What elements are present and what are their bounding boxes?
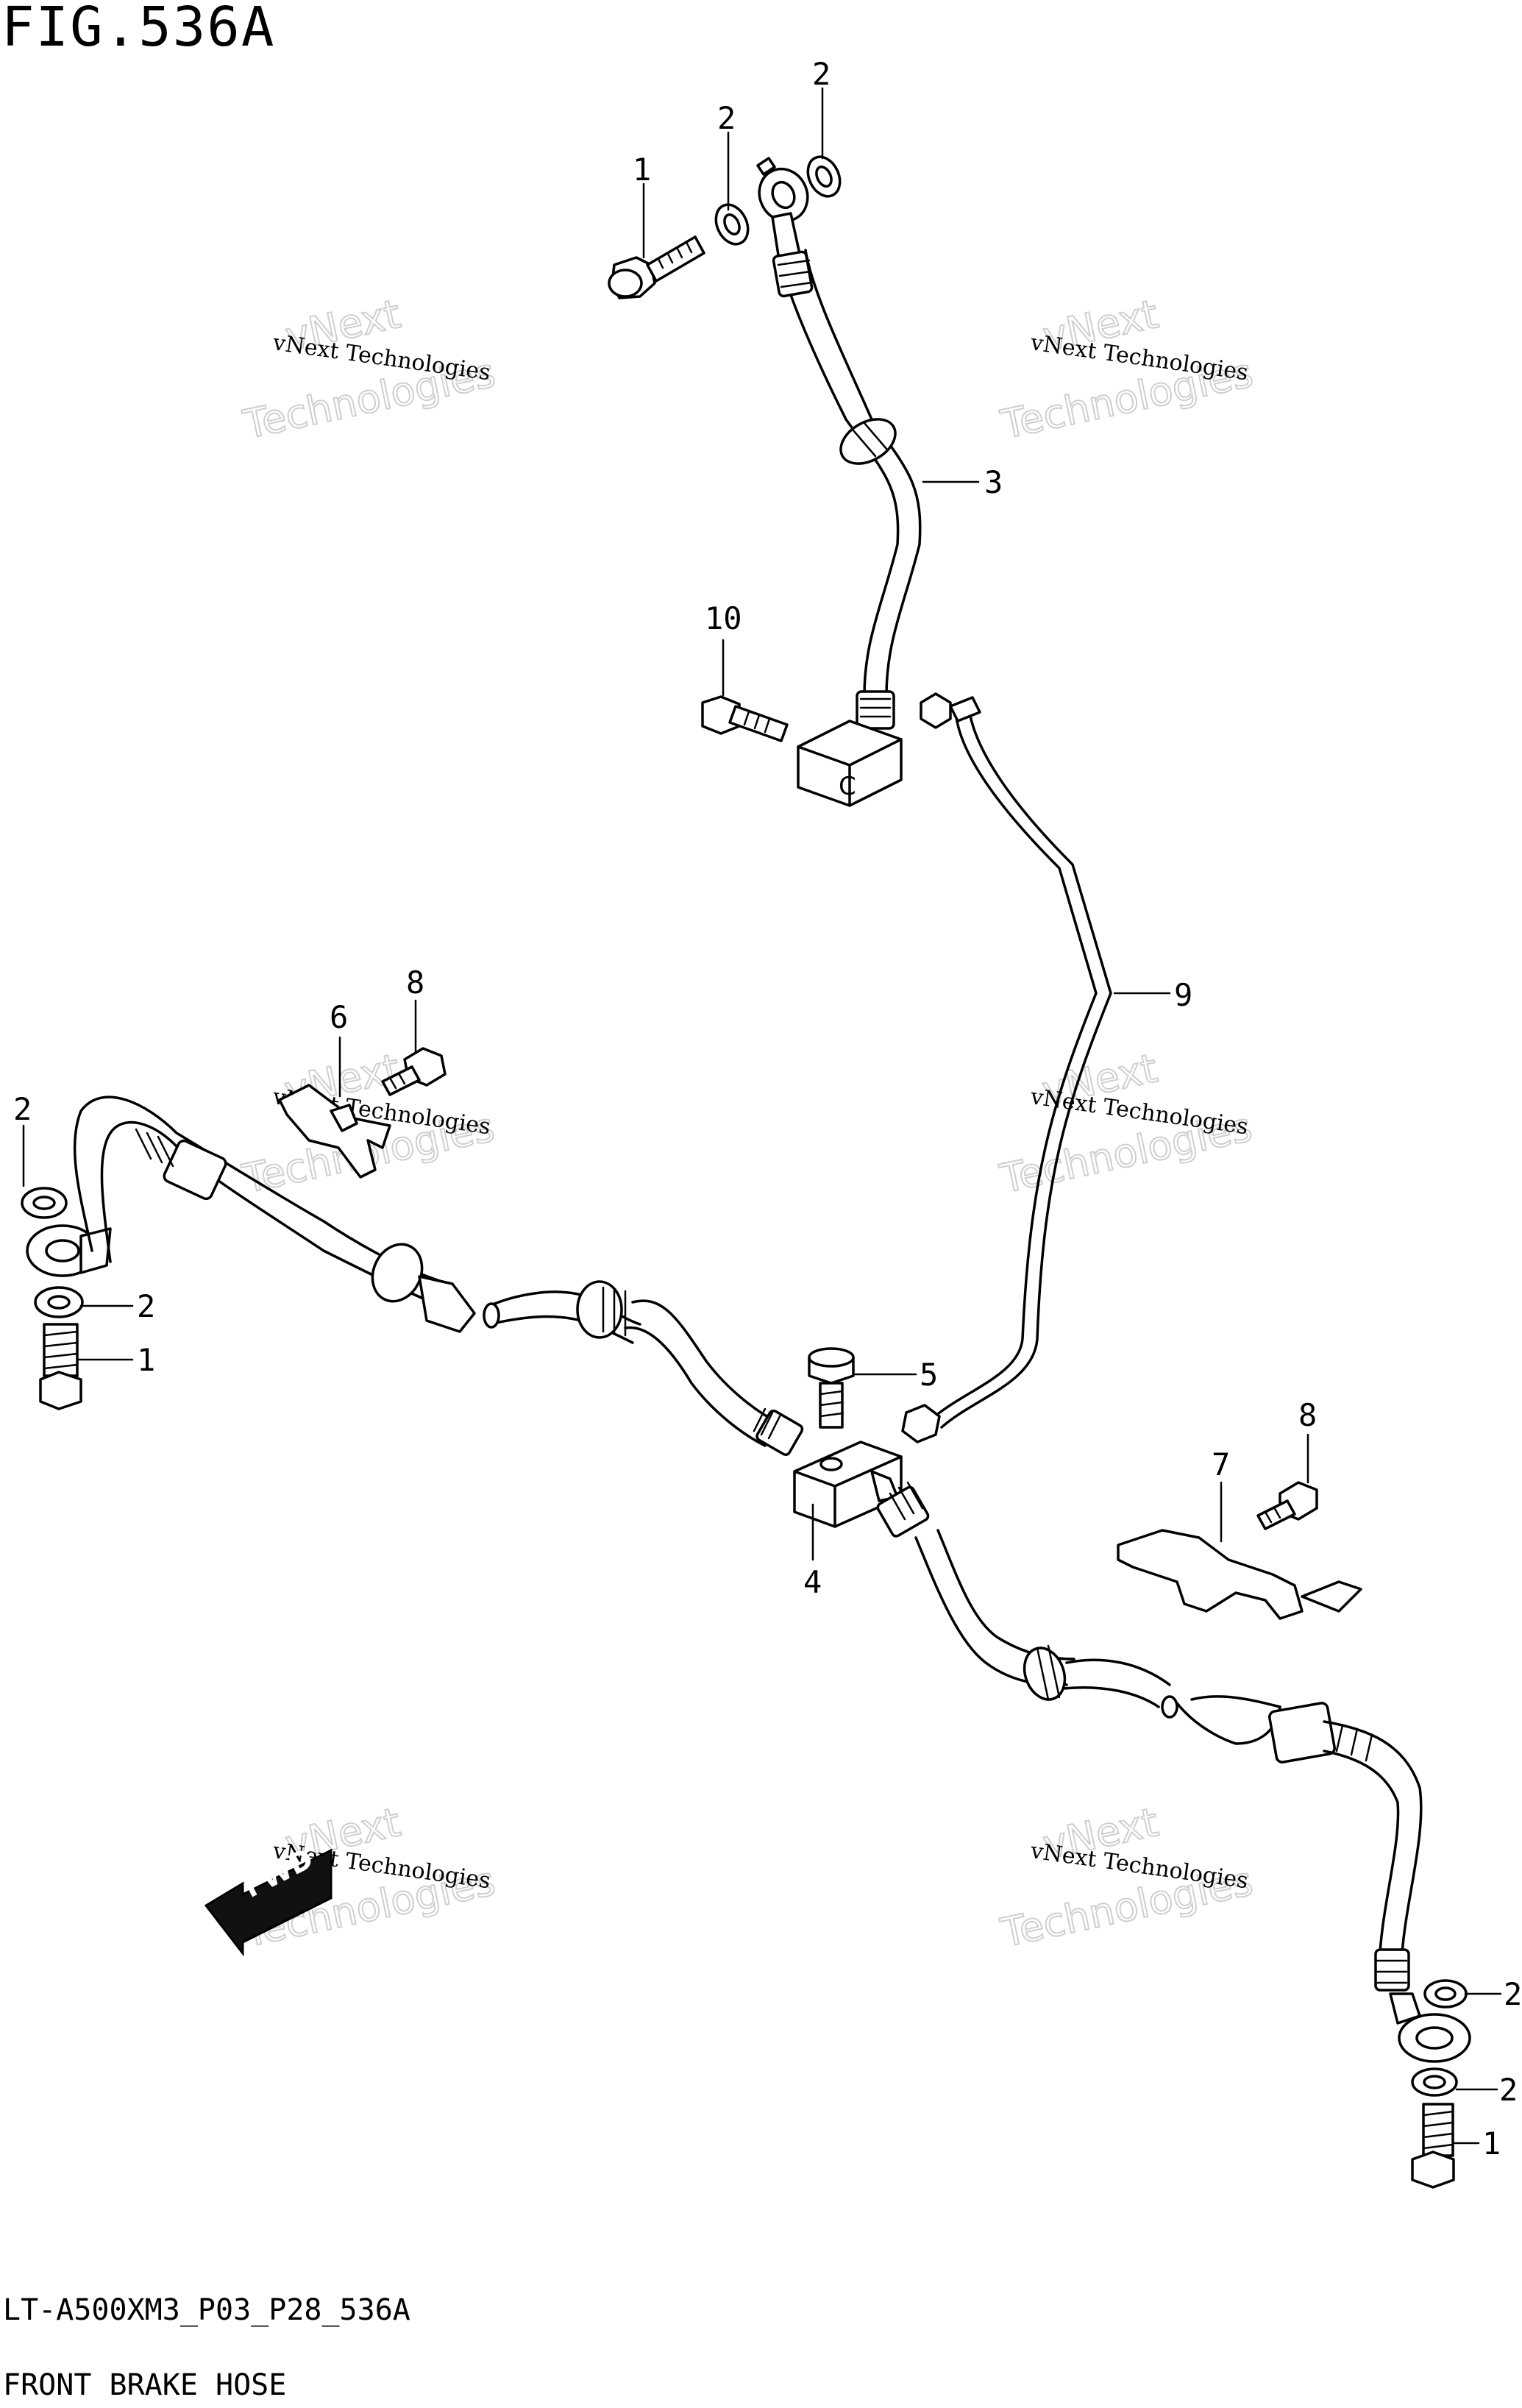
figure-name: FRONT BRAKE HOSE [3, 2368, 287, 2402]
washer-left-bottom [34, 1286, 84, 1318]
leader-lines [22, 87, 1502, 2145]
callout-9: 9 [1174, 977, 1192, 1013]
bolt-5 [808, 1347, 855, 1429]
callout-2-right-top: 2 [1504, 1976, 1522, 2012]
bolt-10 [701, 695, 789, 742]
bolt-8-left [381, 1047, 447, 1096]
washer-top-1 [714, 203, 750, 246]
callout-10: 10 [705, 600, 742, 636]
callout-6: 6 [330, 999, 348, 1035]
joint-block-top: C [797, 720, 903, 807]
bolt-8-right [1256, 1481, 1318, 1530]
callout-1-left: 1 [137, 1342, 155, 1378]
banjo-fitting-top [756, 157, 809, 261]
brake-pipe-9 [901, 692, 1112, 1443]
callout-5: 5 [920, 1357, 938, 1393]
callout-2-right-bottom: 2 [1499, 2072, 1518, 2108]
callout-2-left-top: 2 [13, 1091, 32, 1127]
callout-4: 4 [803, 1564, 822, 1600]
brake-hose-left [73, 1095, 804, 1456]
bracket-6 [278, 1084, 391, 1179]
callout-2-left-bottom: 2 [137, 1288, 155, 1324]
figure-title: FIG.536A [1, 0, 276, 59]
bracket-7 [1117, 1529, 1362, 1620]
brake-hose-right [870, 1470, 1423, 1992]
callout-1-right: 1 [1482, 2125, 1501, 2162]
washer-left-top [21, 1187, 68, 1219]
washer-top-2 [806, 155, 842, 198]
callout-1-top: 1 [633, 152, 651, 188]
callout-8-left: 8 [406, 965, 424, 1001]
washer-right-top [1423, 1979, 1468, 2009]
banjo-fitting-left [26, 1224, 112, 1277]
banjo-bolt-left [39, 1323, 82, 1410]
brake-hose-3 [772, 249, 922, 730]
washer-right-bottom [1411, 2067, 1458, 2097]
callout-2-top-right: 2 [812, 56, 831, 92]
callout-2-top-left: 2 [717, 100, 736, 136]
callout-7: 7 [1212, 1446, 1230, 1482]
callout-3: 3 [984, 464, 1003, 500]
banjo-fitting-right [1389, 1992, 1471, 2063]
callout-8-right: 8 [1298, 1397, 1317, 1433]
figure-code: LT-A500XM3_P03_P28_536A [3, 2293, 410, 2327]
banjo-bolt-right [1411, 2103, 1455, 2189]
svg-text:C: C [839, 772, 856, 801]
banjo-bolt-top [608, 235, 705, 299]
